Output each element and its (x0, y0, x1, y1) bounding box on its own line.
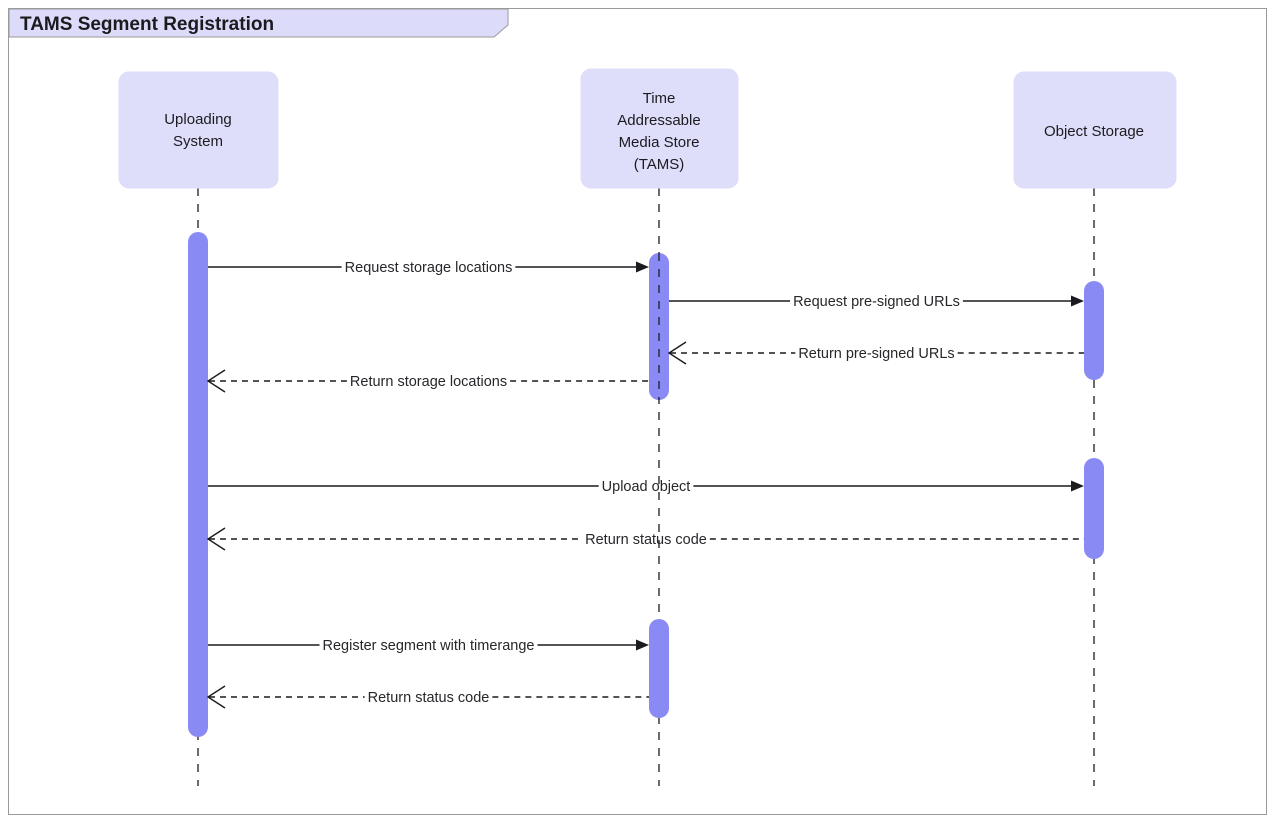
msg-return-status-code-upload-arrowhead (206, 527, 226, 551)
msg-return-status-code-upload[interactable]: Return status code (206, 527, 1084, 551)
msg-request-storage-locations-arrowhead (636, 261, 649, 273)
participant-object-storage[interactable]: Object Storage (1013, 71, 1177, 189)
msg-return-presigned-urls-arrowhead (667, 341, 687, 365)
msg-return-storage-locations[interactable]: Return storage locations (206, 369, 649, 393)
activation-uploading-main (188, 232, 208, 737)
participant-label-tams-line-3: (TAMS) (634, 156, 685, 173)
participant-box-object-storage[interactable] (1013, 71, 1177, 189)
activation-objectstorage-presigned (1084, 281, 1104, 380)
msg-request-presigned-urls-label: Request pre-signed URLs (793, 294, 960, 310)
participants-group: Uploading System Time Addressable Media … (118, 68, 1177, 189)
msg-request-storage-locations[interactable]: Request storage locations (208, 260, 649, 276)
msg-return-presigned-urls[interactable]: Return pre-signed URLs (667, 341, 1084, 365)
msg-upload-object[interactable]: Upload object (208, 479, 1084, 495)
participant-label-uploading-system-line-0: Uploading (164, 111, 232, 128)
participant-label-tams-line-1: Addressable (617, 112, 700, 129)
msg-request-presigned-urls-arrowhead (1071, 295, 1084, 307)
msg-return-presigned-urls-label: Return pre-signed URLs (798, 346, 954, 362)
participant-box-uploading-system[interactable] (118, 71, 279, 189)
activation-bars-group (188, 232, 1104, 737)
msg-return-storage-locations-label: Return storage locations (350, 374, 507, 390)
msg-register-segment[interactable]: Register segment with timerange (208, 638, 649, 654)
participant-label-tams-line-2: Media Store (619, 134, 700, 151)
frame-title-label: TAMS Segment Registration (20, 14, 274, 35)
msg-return-status-code-upload-label: Return status code (585, 532, 707, 548)
msg-return-status-code-register-arrowhead (206, 685, 226, 709)
participant-label-object-storage-line-0: Object Storage (1044, 123, 1144, 140)
msg-return-status-code-register[interactable]: Return status code (206, 685, 649, 709)
activation-objectstorage-upload (1084, 458, 1104, 559)
participant-tams[interactable]: Time Addressable Media Store (TAMS) (580, 68, 739, 189)
msg-register-segment-label: Register segment with timerange (323, 638, 535, 654)
msg-register-segment-arrowhead (636, 639, 649, 651)
participant-box-tams[interactable] (580, 68, 739, 189)
msg-return-status-code-register-label: Return status code (368, 690, 490, 706)
participant-uploading-system[interactable]: Uploading System (118, 71, 279, 189)
activation-tams-register (649, 619, 669, 718)
msg-upload-object-arrowhead (1071, 480, 1084, 492)
msg-upload-object-label: Upload object (602, 479, 691, 495)
activation-tams-storage-locations (649, 253, 669, 400)
msg-request-storage-locations-label: Request storage locations (345, 260, 513, 276)
msg-request-presigned-urls[interactable]: Request pre-signed URLs (669, 294, 1084, 310)
participant-label-uploading-system-line-1: System (173, 133, 223, 150)
frame-title-tab (8, 8, 509, 38)
participant-label-tams-line-0: Time (643, 90, 676, 107)
msg-return-storage-locations-arrowhead (206, 369, 226, 393)
